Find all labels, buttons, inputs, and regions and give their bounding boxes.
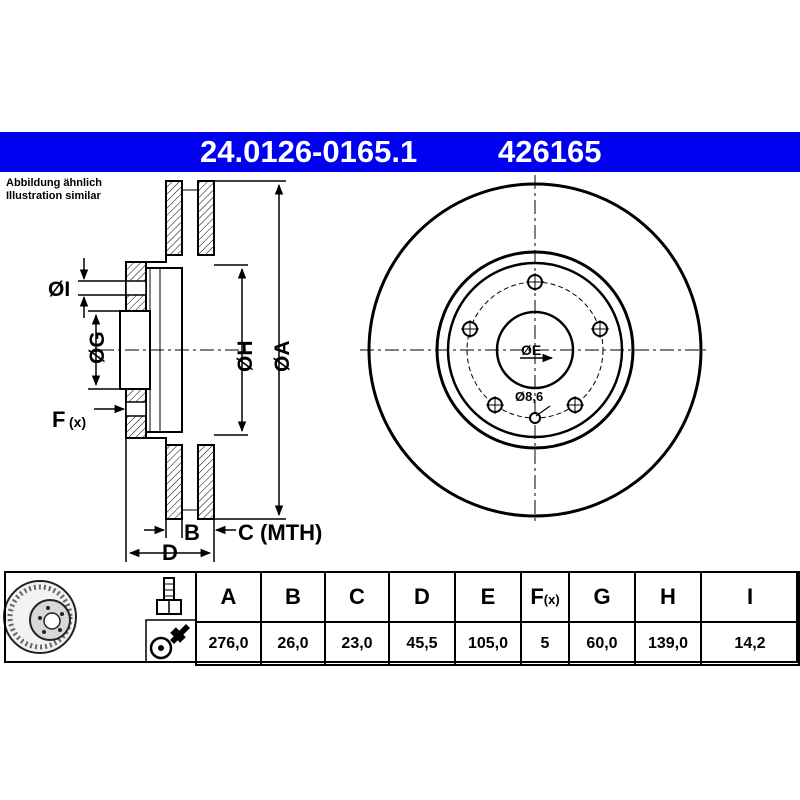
label-dim-c: C (MTH) <box>238 520 322 545</box>
value-h: 139,0 <box>634 621 702 666</box>
value-i: 14,2 <box>700 621 800 666</box>
header-d: D <box>388 571 456 623</box>
header-f: F(x) <box>520 571 570 623</box>
header-g: G <box>568 571 636 623</box>
label-bolt-hole: Ø8,6 <box>515 389 543 404</box>
outer-friction-ring-top <box>165 180 183 256</box>
part-number: 24.0126-0165.1 <box>200 134 418 169</box>
header-b: B <box>260 571 326 623</box>
header-c: C <box>324 571 390 623</box>
label-dim-f-sub: (x) <box>69 414 86 430</box>
dimension-lines <box>78 180 286 562</box>
spec-table-value-row: 276,0 26,0 23,0 45,5 105,0 5 60,0 139,0 … <box>195 621 800 666</box>
note-english: Illustration similar <box>6 190 101 202</box>
disc-side-section <box>100 180 250 520</box>
tightening-torque-icon <box>145 619 197 663</box>
label-dim-a: ØA <box>271 341 294 373</box>
reference-number: 426165 <box>498 134 602 169</box>
illustration-note: Abbildung ähnlich Illustration similar <box>6 177 102 203</box>
value-b: 26,0 <box>260 621 326 666</box>
bolt-hole-bottom <box>125 401 147 417</box>
header-e: E <box>454 571 522 623</box>
value-a: 276,0 <box>195 621 262 666</box>
inner-friction-ring-bottom <box>197 444 215 520</box>
header-f-letter: F <box>530 584 544 609</box>
label-dim-h: ØH <box>234 341 257 373</box>
label-dim-f: F <box>52 407 65 432</box>
brake-disc-photo-icon <box>3 580 77 654</box>
header-f-sub: (x) <box>543 592 560 607</box>
value-g: 60,0 <box>568 621 636 666</box>
label-dim-b: B <box>184 520 200 545</box>
inner-friction-ring-top <box>197 180 215 256</box>
spec-table: A B C D E F(x) G H I 276,0 26,0 23,0 45,… <box>195 571 800 666</box>
value-f: 5 <box>520 621 570 666</box>
label-dim-e: ØE <box>521 342 541 358</box>
outer-friction-ring-bottom <box>165 444 183 520</box>
header-h: H <box>634 571 702 623</box>
label-dim-g: ØG <box>86 331 109 364</box>
header-a: A <box>195 571 262 623</box>
bolt-hole-top <box>125 280 147 296</box>
title-bar: 24.0126-0165.1 426165 <box>0 132 800 172</box>
spec-table-header-row: A B C D E F(x) G H I <box>195 571 800 623</box>
header-i: I <box>700 571 800 623</box>
disc-front-view <box>360 175 710 525</box>
label-dim-d: D <box>162 540 178 565</box>
value-e: 105,0 <box>454 621 522 666</box>
label-dim-i: ØI <box>48 278 70 301</box>
value-c: 23,0 <box>324 621 390 666</box>
note-german: Abbildung ähnlich <box>6 177 102 189</box>
value-d: 45,5 <box>388 621 456 666</box>
wheel-bolt-icon <box>156 577 182 615</box>
